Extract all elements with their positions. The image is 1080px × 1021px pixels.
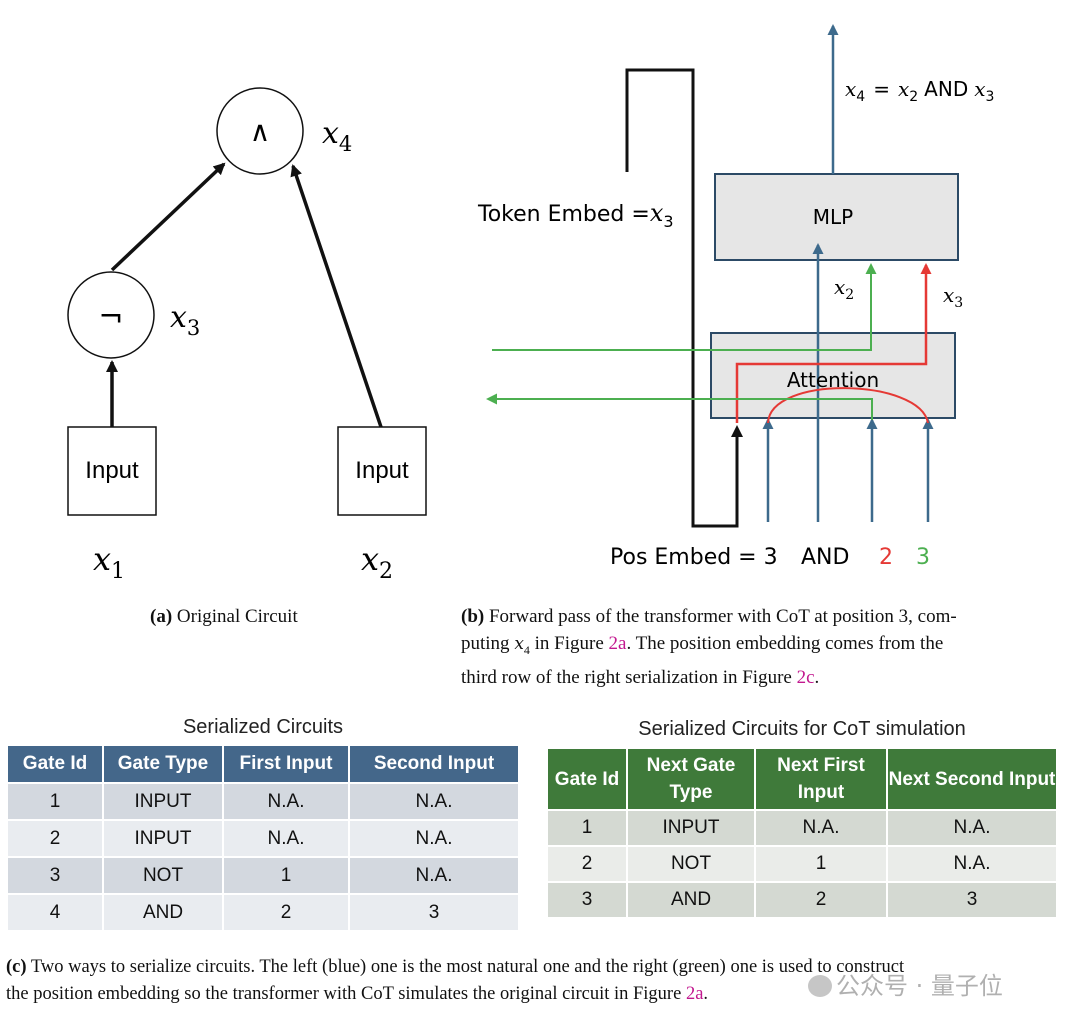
edge-not-to-and [110,162,226,272]
table-cell: INPUT [104,819,224,856]
mlp-box [714,173,959,261]
caption-c: (c) Two ways to serialize circuits. The … [6,954,1074,1008]
table-cell: N.A. [350,782,518,819]
caption-c-line1: (c) Two ways to serialize circuits. The … [6,957,905,977]
table-row: 2 NOT 1 N.A. [548,845,1056,881]
green-path-left [486,393,873,420]
table-cell: 1 [548,809,628,845]
table-cell: N.A. [224,782,350,819]
serialized-circuits-table: Gate Id Gate Type First Input Second Inp… [8,746,518,930]
table-cell: 2 [224,893,350,930]
x3-flow-label: x3 [943,283,963,311]
and-gate-symbol: ∧ [250,115,271,148]
table-row: 2 INPUT N.A. N.A. [8,819,518,856]
table-cell: 2 [756,881,888,917]
table-cell: INPUT [628,809,756,845]
x2-label: x2 [361,540,393,584]
table-cell: 3 [350,893,518,930]
x4-label: x4 [322,116,352,156]
table-cell: N.A. [224,819,350,856]
table-row: 1 INPUT N.A. N.A. [548,809,1056,845]
table-cell: AND [104,893,224,930]
table-cell: 3 [888,881,1056,917]
table-cell: 3 [8,856,104,893]
attention-label: Attention [787,368,879,392]
and-gate-node [216,87,304,175]
x2-flow-label: x2 [834,275,854,303]
edge-input2-to-and [290,164,383,428]
caption-c-line2: the position embedding so the transforme… [6,984,709,1004]
table-cell: N.A. [888,845,1056,881]
table-right-header: Next Second Input [888,749,1056,809]
table-left-header: Second Input [350,746,518,782]
table-cell: NOT [628,845,756,881]
caption-a-label: (a) [150,606,173,627]
cot-serialized-circuits-table: Gate Id Next Gate Type Next First Input … [548,749,1056,917]
not-gate-symbol: ¬ [98,300,123,335]
table-cell: NOT [104,856,224,893]
table-row: 3 AND 2 3 [548,881,1056,917]
figure-2a-link[interactable]: 2a [608,633,627,654]
x1-label: x1 [93,540,125,584]
table-right-title: Serialized Circuits for CoT simulation [638,718,966,740]
pos-two-label: 2 [879,545,893,570]
table-cell: N.A. [350,856,518,893]
not-gate-node [67,271,155,359]
table-row: 3 NOT 1 N.A. [8,856,518,893]
table-cell: 2 [548,845,628,881]
watermark: 公众号 · 量子位 [808,966,1003,1001]
table-cell: 1 [224,856,350,893]
table-cell: 2 [8,819,104,856]
red-path-x3 [735,263,932,423]
figure-2c-link[interactable]: 2c [796,666,815,688]
table-cell: N.A. [888,809,1056,845]
mlp-label: MLP [813,205,853,229]
table-cell: 4 [8,893,104,930]
caption-b-line3: third row of the right serialization in … [461,666,820,688]
table-right-header: Next First Input [756,749,888,809]
caption-b-line1: (b) Forward pass of the transformer with… [461,606,957,627]
caption-b: (b) Forward pass of the transformer with… [461,603,1051,691]
x3-label: x3 [170,300,200,340]
table-left-header-row: Gate Id Gate Type First Input Second Inp… [8,746,518,782]
token-embed-label: Token Embed =x3 [477,199,674,231]
table-cell: 1 [756,845,888,881]
token-embed-path [625,68,739,528]
pos-three-label: 3 [916,545,930,570]
table-cell: INPUT [104,782,224,819]
table-cell: N.A. [350,819,518,856]
caption-a-text: Original Circuit [176,606,298,627]
table-cell: AND [628,881,756,917]
figure-2a-link[interactable]: 2a [685,984,704,1004]
table-row: 1 INPUT N.A. N.A. [8,782,518,819]
table-cell: 1 [8,782,104,819]
pos-and-label: AND [801,545,849,570]
input-label-right: Input [355,457,409,484]
green-path-x2 [492,263,877,351]
table-cell: N.A. [756,809,888,845]
attention-arc-red [767,387,929,424]
caption-a: (a) Original Circuit [150,603,298,630]
caption-b-line2: puting x4 in Figure 2a. The position emb… [461,633,944,657]
input-label-left: Input [85,457,139,484]
pos-embed-label: Pos Embed = 3 [610,545,778,570]
panel-a-circuit: ∧ x4 ¬ x3 Input Input x1 x2 [67,87,427,584]
figure-diagram: ∧ x4 ¬ x3 Input Input x1 x2 Token Embed … [67,24,994,584]
table-left-header: Gate Type [104,746,224,782]
table-right-header-row: Gate Id Next Gate Type Next First Input … [548,749,1056,809]
table-left-header: Gate Id [8,746,104,782]
input-box-left [67,426,157,516]
table-right-header: Gate Id [548,749,628,809]
input-box-right [337,426,427,516]
wechat-icon [808,975,832,997]
table-row: 4 AND 2 3 [8,893,518,930]
table-left-title: Serialized Circuits [182,716,344,738]
table-right-header: Next Gate Type [628,749,756,809]
table-left-header: First Input [224,746,350,782]
table-cell: 3 [548,881,628,917]
